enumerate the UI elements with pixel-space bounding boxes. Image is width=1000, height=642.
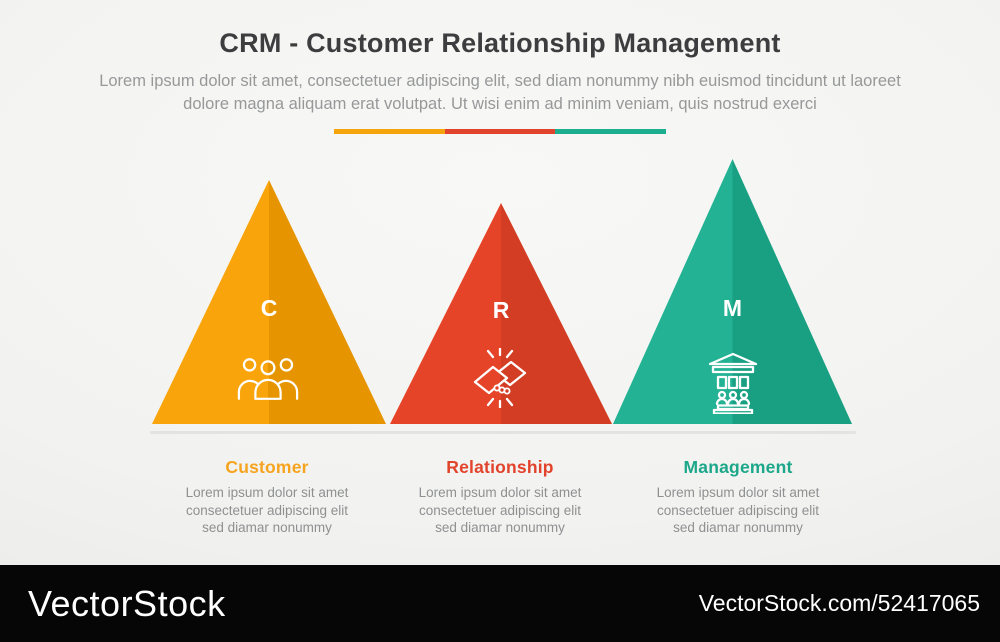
description-relationship: Lorem ipsum dolor sit amet consectetuer … [385, 484, 615, 537]
label-relationship: Relationship [446, 457, 554, 477]
pyramid-baseline [150, 431, 856, 434]
description-customer: Lorem ipsum dolor sit amet consectetuer … [152, 484, 382, 537]
desc-line: sed diamar nonummy [673, 520, 803, 535]
page-title: CRM - Customer Relationship Management [219, 28, 781, 58]
building-icon [706, 352, 760, 415]
handshake-icon [470, 347, 530, 409]
pyramid-letter-m: M [722, 295, 743, 321]
watermark-url: VectorStock.com/52417065 [698, 590, 980, 616]
desc-line: consectetuer adipiscing elit [656, 502, 820, 518]
desc-line: sed diamar nonummy [202, 520, 332, 535]
people-group-icon [236, 353, 300, 400]
desc-line: consectetuer adipiscing elit [418, 502, 582, 518]
label-customer: Customer [225, 457, 309, 477]
pyramid-letter-r: R [492, 297, 510, 323]
divider-segment-orange [334, 129, 445, 134]
divider-segment-red [444, 129, 556, 134]
pyramid-letter-c: C [260, 295, 278, 321]
desc-line: consectetuer adipiscing elit [185, 502, 349, 518]
divider-segment-teal [555, 129, 667, 134]
desc-line: Lorem ipsum dolor sit amet [185, 485, 349, 500]
desc-line: Lorem ipsum dolor sit amet [418, 485, 582, 500]
desc-line: Lorem ipsum dolor sit amet [656, 485, 820, 500]
label-management: Management [683, 457, 793, 477]
desc-line: sed diamar nonummy [435, 520, 565, 535]
watermark-bar: VectorStock VectorStock.com/52417065 [0, 565, 1000, 642]
description-management: Lorem ipsum dolor sit amet consectetuer … [623, 484, 853, 537]
page-subtitle: Lorem ipsum dolor sit amet, consectetuer… [99, 72, 901, 114]
title-divider [334, 129, 667, 134]
watermark-brand: VectorStock [28, 583, 226, 624]
